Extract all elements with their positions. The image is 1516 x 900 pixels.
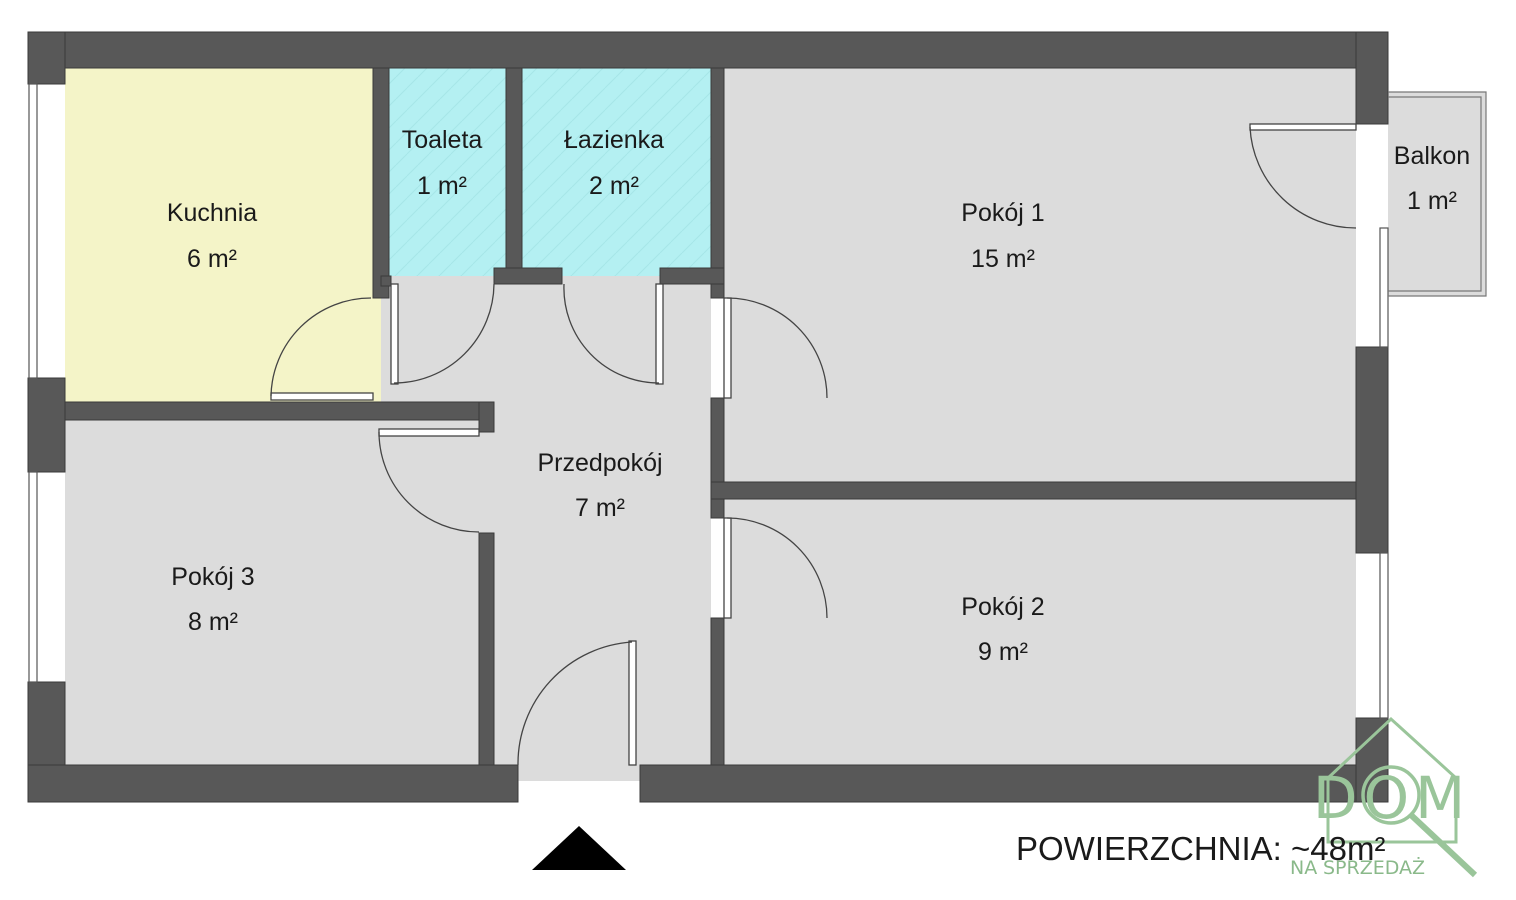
logo-main-text: DOM bbox=[1313, 764, 1471, 832]
room-area-lazienka: 2 m² bbox=[589, 172, 639, 200]
room-area-pokoj2: 9 m² bbox=[978, 638, 1028, 666]
room-name-lazienka: Łazienka bbox=[564, 126, 664, 154]
room-floor-kuchnia bbox=[65, 68, 381, 402]
windows bbox=[28, 83, 1389, 719]
room-name-toaleta: Toaleta bbox=[402, 126, 483, 154]
room-name-pokoj1: Pokój 1 bbox=[961, 199, 1044, 227]
room-name-balkon: Balkon bbox=[1394, 142, 1470, 170]
room-area-kuchnia: 6 m² bbox=[187, 245, 237, 273]
room-area-pokoj1: 15 m² bbox=[971, 245, 1035, 273]
room-floor-pokoj2 bbox=[724, 499, 1356, 765]
room-name-pokoj2: Pokój 2 bbox=[961, 593, 1044, 621]
room-name-przedpokoj: Przedpokój bbox=[537, 449, 662, 477]
logo-sub-right-text: SPRZEDAŻ bbox=[1323, 856, 1425, 879]
room-name-pokoj3: Pokój 3 bbox=[171, 563, 254, 591]
total-area-text: POWIERZCHNIA: ~48m² bbox=[1016, 830, 1385, 867]
magnifier-house-logo-icon bbox=[1326, 716, 1478, 878]
room-floor-balkon bbox=[1388, 92, 1486, 296]
logo-sub-left-text: NA bbox=[1290, 857, 1317, 879]
room-area-przedpokoj: 7 m² bbox=[575, 494, 625, 522]
room-area-balkon: 1 m² bbox=[1407, 187, 1457, 215]
room-area-toaleta: 1 m² bbox=[417, 172, 467, 200]
room-name-kuchnia: Kuchnia bbox=[167, 199, 257, 227]
entrance-arrow-icon bbox=[532, 826, 626, 870]
room-area-pokoj3: 8 m² bbox=[188, 608, 238, 636]
walls bbox=[27, 31, 1389, 803]
balcony-railing bbox=[1388, 91, 1487, 297]
doors bbox=[270, 123, 1357, 766]
